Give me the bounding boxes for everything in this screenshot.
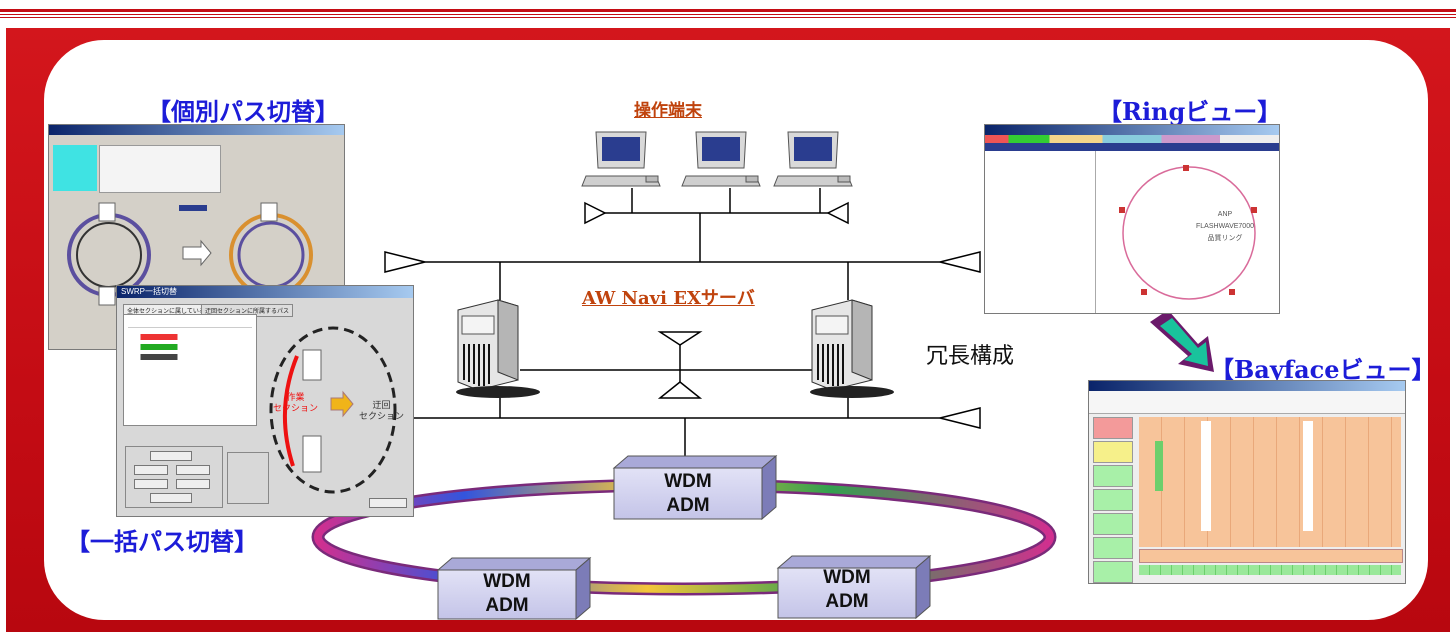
top-stripe bbox=[0, 6, 1456, 18]
terminal-bus bbox=[584, 188, 849, 262]
wdm-label: WDM bbox=[664, 471, 712, 492]
upper-lan bbox=[384, 251, 981, 300]
terminal-pc-1 bbox=[581, 131, 661, 187]
server-label: AW Navi EXサーバ bbox=[582, 288, 755, 309]
server-link bbox=[520, 331, 830, 399]
terminal-pc-3 bbox=[773, 131, 853, 187]
wdm-label: WDM bbox=[823, 567, 871, 588]
bayface-view-title: 【Bayfaceビュー】 bbox=[1210, 355, 1436, 384]
info-panel bbox=[99, 145, 221, 193]
redundant-label: 冗長構成 bbox=[926, 344, 1015, 369]
lower-lan bbox=[395, 390, 981, 458]
wdm-node-right-label: WDM ADM bbox=[778, 566, 916, 614]
server-secondary bbox=[810, 299, 894, 398]
view-transition-arrow bbox=[1150, 310, 1214, 372]
slot-item[interactable] bbox=[1093, 561, 1133, 583]
ring-view-canvas bbox=[1119, 165, 1257, 300]
individual-switch-screenshot bbox=[48, 124, 345, 350]
ring-center-line3: 品質リング bbox=[1207, 235, 1243, 242]
slot-item[interactable] bbox=[1093, 465, 1133, 487]
adm-label: ADM bbox=[485, 595, 529, 616]
wdm-label: WDM bbox=[483, 571, 531, 592]
detour-section-label: 迂回 セクション bbox=[359, 400, 404, 422]
ring-view-tree bbox=[985, 151, 1096, 313]
detour-label-line2: セクション bbox=[359, 411, 405, 421]
server-primary bbox=[456, 299, 540, 398]
batch-switch-window: SWRP一括切替 全体セクションに属しているパス 迂回セクションに所属するパス … bbox=[116, 285, 414, 517]
bayface-slot-column bbox=[1093, 417, 1133, 583]
window-titlebar bbox=[985, 125, 1279, 135]
terminal-pc-2 bbox=[681, 131, 761, 187]
action-button[interactable] bbox=[134, 479, 168, 489]
list-row[interactable] bbox=[128, 354, 252, 360]
wdm-node-top bbox=[612, 454, 778, 521]
bayface-card-white bbox=[1201, 421, 1211, 531]
list-row[interactable] bbox=[128, 344, 252, 350]
close-button[interactable] bbox=[369, 498, 407, 508]
individual-switch-title: 【個別パス切替】 bbox=[147, 98, 339, 126]
slot-item[interactable] bbox=[1093, 489, 1133, 511]
wdm-node-right bbox=[776, 554, 932, 620]
action-button[interactable] bbox=[150, 493, 192, 503]
terminals-label: 操作端末 bbox=[634, 101, 702, 121]
ring-view-toolbar bbox=[985, 135, 1279, 143]
ring-center-line2: FLASHWAVE7000 bbox=[1196, 223, 1254, 230]
batch-switch-ring bbox=[269, 326, 397, 494]
slot-item[interactable] bbox=[1093, 417, 1133, 439]
slot-item[interactable] bbox=[1093, 513, 1133, 535]
bayface-header bbox=[1089, 391, 1405, 414]
action-button[interactable] bbox=[150, 451, 192, 461]
batch-window-title: SWRP一括切替 bbox=[117, 286, 413, 298]
ring-view-header bbox=[985, 143, 1279, 151]
wdm-node-left-label: WDM ADM bbox=[438, 570, 576, 618]
list-row[interactable] bbox=[128, 334, 252, 340]
ring-center-line1: ANP bbox=[1217, 211, 1233, 218]
bayface-view-screenshot bbox=[1088, 380, 1406, 584]
info-panel-highlight bbox=[53, 145, 97, 191]
wdm-node-left bbox=[436, 556, 592, 621]
window-titlebar bbox=[49, 125, 344, 135]
bayface-bottom-row bbox=[1139, 549, 1403, 563]
slot-item[interactable] bbox=[1093, 537, 1133, 559]
work-section-label: 作業 セクション bbox=[273, 392, 318, 414]
batch-switch-title: 【一括パス切替】 bbox=[66, 528, 258, 556]
ring-center-text: ANP FLASHWAVE7000 品質リング bbox=[1165, 209, 1279, 245]
wdm-node-top-label: WDM ADM bbox=[614, 470, 762, 518]
action-button[interactable] bbox=[176, 465, 210, 475]
action-button-group bbox=[125, 446, 223, 508]
action-button[interactable] bbox=[134, 465, 168, 475]
bayface-card-white bbox=[1303, 421, 1313, 531]
work-label-line1: 作業 bbox=[286, 392, 305, 402]
ring-view-screenshot: ANP FLASHWAVE7000 品質リング bbox=[984, 124, 1280, 314]
slot-item[interactable] bbox=[1093, 441, 1133, 463]
work-label-line2: セクション bbox=[273, 403, 319, 413]
bayface-status-row bbox=[1139, 565, 1401, 575]
ring-view-title: 【Ringビュー】 bbox=[1098, 97, 1282, 126]
detour-label-line1: 迂回 bbox=[372, 400, 391, 410]
bayface-cards bbox=[1139, 417, 1401, 547]
list-row bbox=[128, 321, 252, 328]
adm-label: ADM bbox=[825, 591, 869, 612]
legend-box bbox=[227, 452, 269, 504]
window-titlebar bbox=[1089, 381, 1405, 391]
path-list bbox=[123, 314, 257, 426]
bayface-port-group bbox=[1155, 441, 1163, 491]
adm-label: ADM bbox=[666, 495, 710, 516]
action-button[interactable] bbox=[176, 479, 210, 489]
